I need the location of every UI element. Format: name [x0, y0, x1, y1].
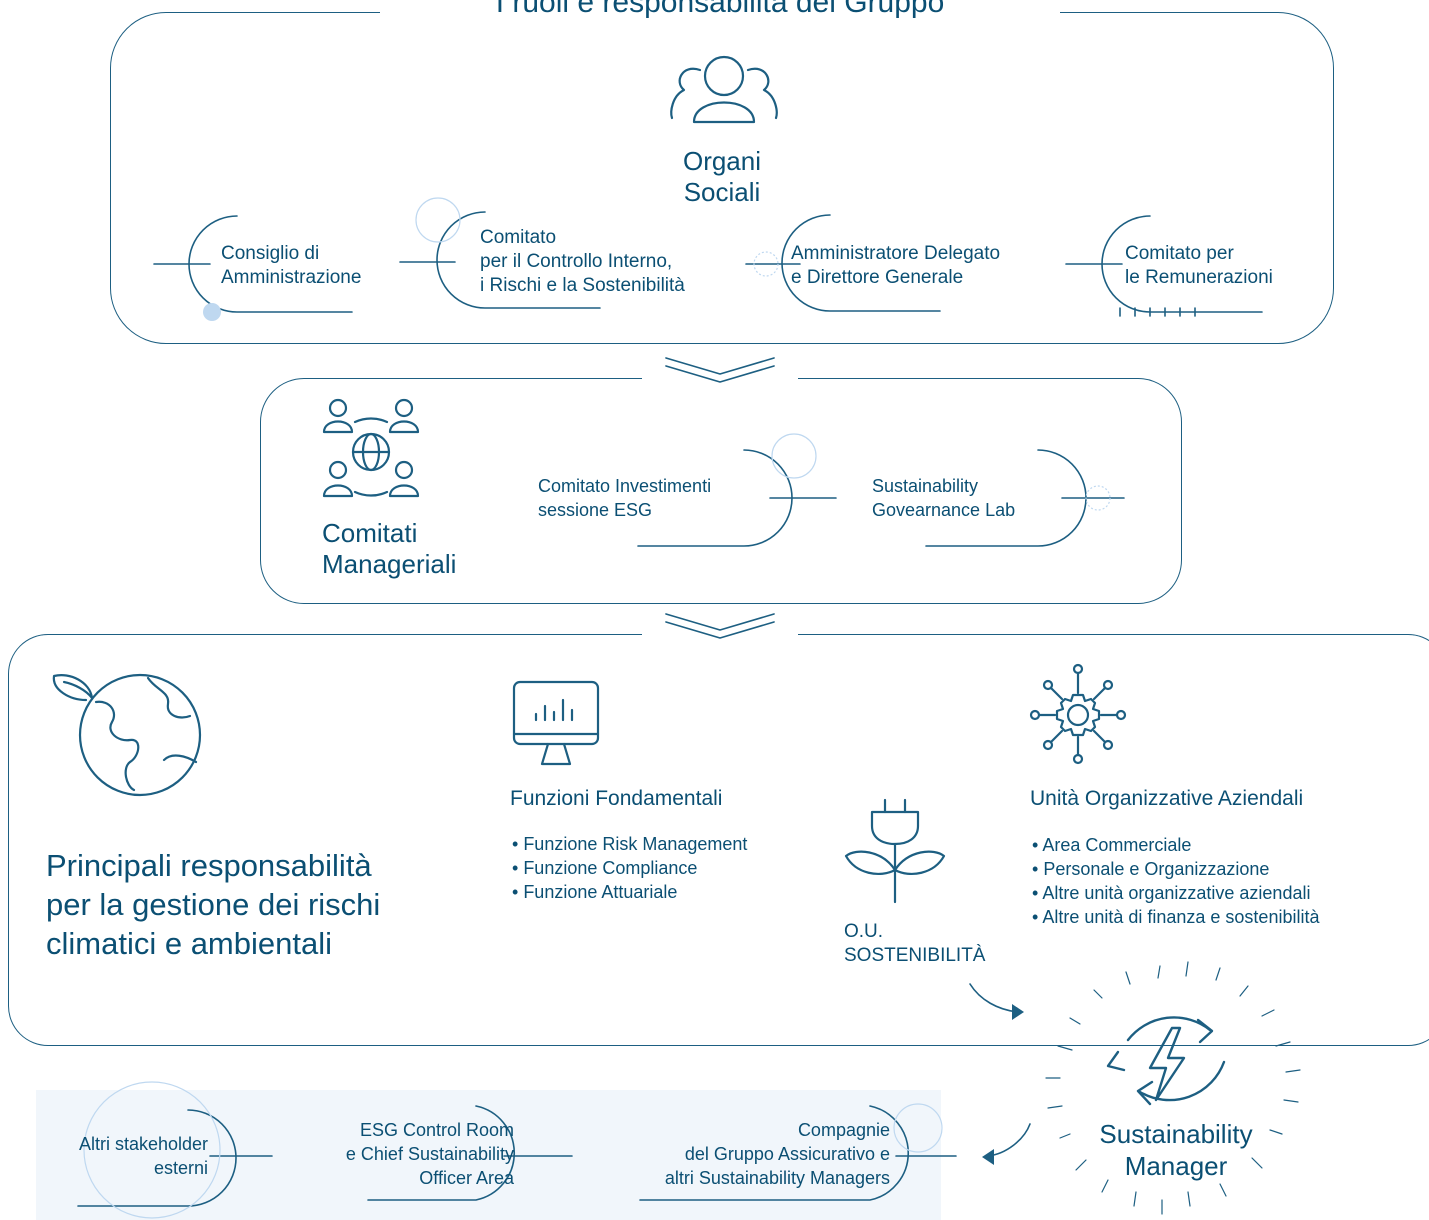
- meeting-globe-icon: [322, 398, 420, 498]
- plug-plant-icon: [844, 798, 946, 904]
- arrowhead-icon: [982, 1149, 994, 1165]
- earth-leaf-icon: [52, 673, 202, 797]
- list-item: Area Commerciale: [1032, 833, 1319, 857]
- member-comitato-investimenti: Comitato Investimenti sessione ESG: [538, 476, 712, 520]
- list-item: Altre unità di finanza e sostenibilità: [1032, 905, 1319, 929]
- funzioni-title: Funzioni Fondamentali: [510, 787, 723, 810]
- sustainability-manager-label: Sustainability Manager: [1099, 1119, 1253, 1181]
- member-connector-6: [925, 449, 1125, 547]
- bottom-esg-control-room: ESG Control Room e Chief Sustainability …: [345, 1120, 514, 1188]
- member-connector-1: [153, 215, 353, 313]
- page-title-text: I ruoli e responsabilità del Gruppo: [495, 0, 945, 19]
- monitor-chart-icon: [512, 680, 600, 766]
- list-item: Personale e Organizzazione: [1032, 857, 1319, 881]
- sun-rays: [1045, 961, 1301, 1215]
- organi-sociali-line1: Organi: [682, 146, 762, 176]
- list-item: Funzione Compliance: [512, 856, 747, 880]
- bottom-connector-3: [639, 1105, 957, 1201]
- member-consiglio: Consiglio di Amministrazione: [221, 243, 362, 288]
- arrow-to-manager-icon: [969, 983, 1019, 1013]
- member-comitato-controllo: Comitato per il Controllo Interno, i Ris…: [480, 227, 685, 296]
- funzioni-list: Funzione Risk Management Funzione Compli…: [512, 832, 747, 904]
- organi-sociali-line2: Sociali: [683, 177, 761, 207]
- member-sustainability-lab: Sustainability Govearnance Lab: [872, 476, 1016, 520]
- bottom-altri-stakeholder: Altri stakeholder esterni: [78, 1134, 208, 1178]
- people-group-icon: [670, 55, 778, 124]
- page-title: I ruoli e responsabilità del Gruppo: [380, 0, 1060, 20]
- list-item: Funzione Risk Management: [512, 832, 747, 856]
- arrow-to-compagnie-icon: [987, 1123, 1031, 1157]
- bottom-row-background: [36, 1090, 941, 1220]
- bottom-compagnie: Compagnie del Gruppo Assicurativo e altr…: [664, 1120, 890, 1188]
- member-comitato-remunerazioni: Comitato per le Remunerazioni: [1125, 243, 1273, 288]
- unita-list: Area Commerciale Personale e Organizzazi…: [1032, 833, 1319, 929]
- comitati-line1: Comitati: [322, 518, 418, 548]
- member-connector-3: [745, 214, 941, 312]
- comitati-manageriali-label: Comitati Manageriali: [322, 518, 456, 580]
- member-connector-4: [1065, 215, 1263, 317]
- arrowhead-icon: [1012, 1004, 1024, 1020]
- gear-network-icon: [1029, 663, 1127, 765]
- member-connector-2: [399, 211, 601, 309]
- chevron-down-icon: [665, 357, 775, 383]
- member-connector-5: [637, 449, 837, 547]
- list-item: Funzione Attuariale: [512, 880, 747, 904]
- member-amministratore: Amministratore Delegato e Direttore Gene…: [791, 243, 1001, 288]
- chevron-down-icon: [665, 613, 775, 639]
- unita-title: Unità Organizzative Aziendali: [1030, 787, 1304, 810]
- bottom-connector-2: [367, 1105, 573, 1201]
- energy-cycle-icon: [1106, 1016, 1226, 1106]
- comitati-line2: Manageriali: [322, 549, 457, 579]
- ou-sostenibilita-label: O.U. SOSTENIBILITÀ: [844, 921, 986, 966]
- list-item: Altre unità organizzative aziendali: [1032, 881, 1319, 905]
- organi-sociali-label: Organi Sociali: [640, 146, 804, 208]
- principali-heading: Principali responsabilità per la gestion…: [46, 848, 381, 961]
